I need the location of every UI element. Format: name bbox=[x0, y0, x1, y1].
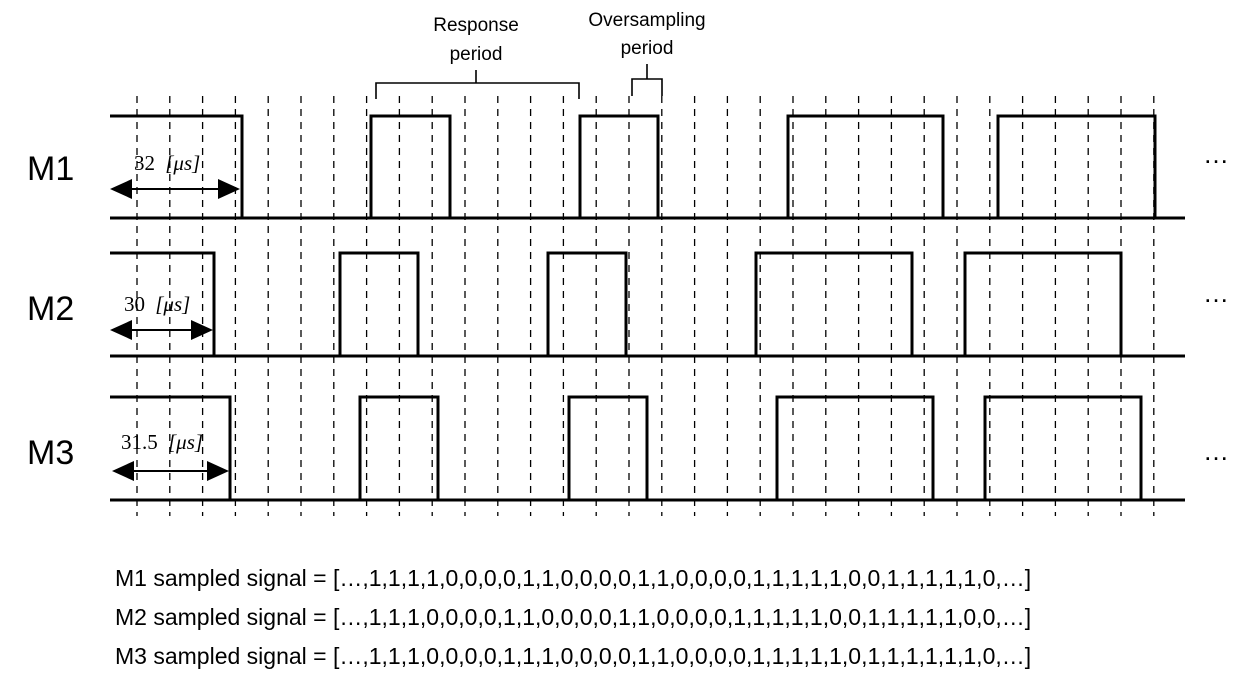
row-label-m2: M2 bbox=[27, 290, 74, 328]
response-period-bracket bbox=[375, 70, 580, 99]
arrowhead-right-m1 bbox=[218, 179, 240, 199]
arrowhead-left-m2 bbox=[110, 320, 132, 340]
oversampling-period-label-line2: period bbox=[621, 38, 674, 59]
ellipsis-m3: … bbox=[1203, 436, 1229, 466]
waveform-m2 bbox=[110, 251, 1123, 356]
arrowhead-left-m3 bbox=[112, 461, 134, 481]
duration-label-m2: 30 [μs] bbox=[124, 292, 190, 316]
oversampling-period-bracket bbox=[631, 64, 663, 96]
row-m1: M1 32 [μs] … bbox=[27, 114, 1229, 220]
duration-label-m3: 31.5 [μs] bbox=[121, 430, 203, 454]
waveform-m1 bbox=[110, 114, 1157, 218]
oversampling-period-label-line1: Oversampling bbox=[588, 10, 705, 31]
row-label-m3: M3 bbox=[27, 434, 74, 472]
oversampling-grid bbox=[136, 96, 1155, 516]
sampled-signal-m2: M2 sampled signal = […,1,1,1,0,0,0,0,1,1… bbox=[115, 604, 1032, 630]
row-m3: M3 31.5 [μs] … bbox=[27, 395, 1229, 502]
row-m2: M2 30 [μs] … bbox=[27, 251, 1229, 358]
response-period-annotation: Response period bbox=[375, 15, 580, 99]
sampled-signal-m1: M1 sampled signal = […,1,1,1,1,0,0,0,0,1… bbox=[115, 565, 1032, 591]
arrowhead-left-m1 bbox=[110, 179, 132, 199]
waveform-m3 bbox=[110, 395, 1143, 500]
arrowhead-right-m3 bbox=[207, 461, 229, 481]
sampled-signal-m3: M3 sampled signal = […,1,1,1,0,0,0,0,1,1… bbox=[115, 643, 1032, 669]
duration-label-m1: 32 [μs] bbox=[134, 151, 200, 175]
row-label-m1: M1 bbox=[27, 150, 74, 188]
ellipsis-m2: … bbox=[1203, 278, 1229, 308]
response-period-label-line2: period bbox=[450, 44, 503, 65]
oversampling-period-annotation: Oversampling period bbox=[588, 10, 706, 96]
ellipsis-m1: … bbox=[1203, 139, 1229, 169]
response-period-label-line1: Response bbox=[433, 15, 519, 36]
arrowhead-right-m2 bbox=[191, 320, 213, 340]
